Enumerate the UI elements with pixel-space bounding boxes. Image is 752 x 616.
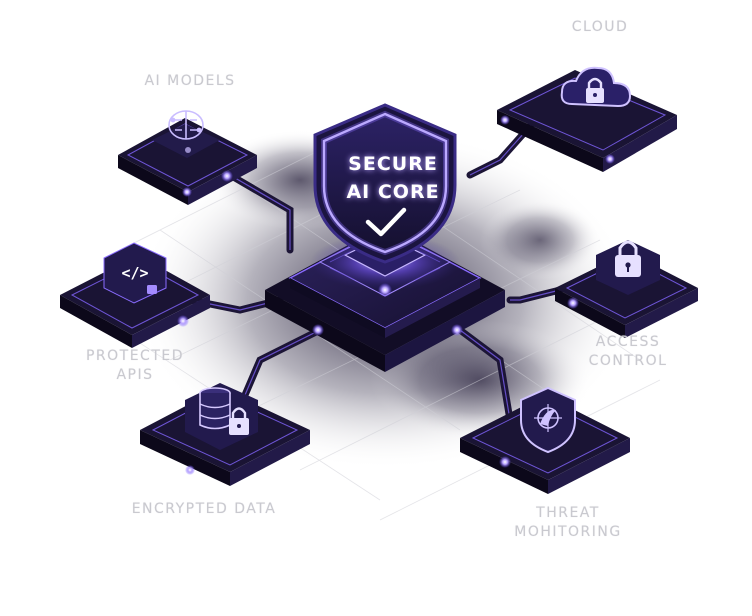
protected-apis-label-line-1: PROTECTED xyxy=(85,348,185,364)
cloud-node[interactable] xyxy=(497,66,677,172)
code-icon: </> xyxy=(103,242,167,304)
access-control-node[interactable] xyxy=(555,240,698,338)
access-control-label: ACCESS CONTROL xyxy=(566,333,690,371)
padlock-icon xyxy=(596,240,660,295)
brain-circuit-icon xyxy=(168,110,204,140)
protected-apis-label: PROTECTED APIS xyxy=(70,347,200,385)
core-title: SECURE AI CORE xyxy=(325,150,461,206)
core-title-line-1: SECURE xyxy=(348,153,438,175)
glow-dots xyxy=(177,115,615,475)
core-title-line-2: AI CORE xyxy=(346,181,440,203)
encrypted-data-node[interactable] xyxy=(140,383,310,486)
threat-monitoring-label: THREAT MOHITORING xyxy=(488,504,648,542)
encrypted-data-label: ENCRYPTED DATA xyxy=(131,501,277,517)
access-control-label-line-1: ACCESS xyxy=(595,334,661,350)
access-control-label-line-2: CONTROL xyxy=(588,353,668,369)
protected-apis-label-line-2: APIS xyxy=(116,367,154,383)
threat-monitoring-label-line-1: THREAT xyxy=(536,505,600,521)
cloud-lock-icon xyxy=(560,66,632,108)
database-lock-icon xyxy=(185,383,258,450)
cloud-label: CLOUD xyxy=(571,19,629,35)
ai-models-label: AI MODELS xyxy=(144,73,236,89)
threat-monitoring-label-line-2: MOHITORING xyxy=(514,524,622,540)
shield-check-icon xyxy=(313,103,457,264)
shield-radar-icon xyxy=(520,386,576,454)
protected-apis-node[interactable]: </> xyxy=(60,242,210,348)
svg-text:</>: </> xyxy=(121,264,148,282)
